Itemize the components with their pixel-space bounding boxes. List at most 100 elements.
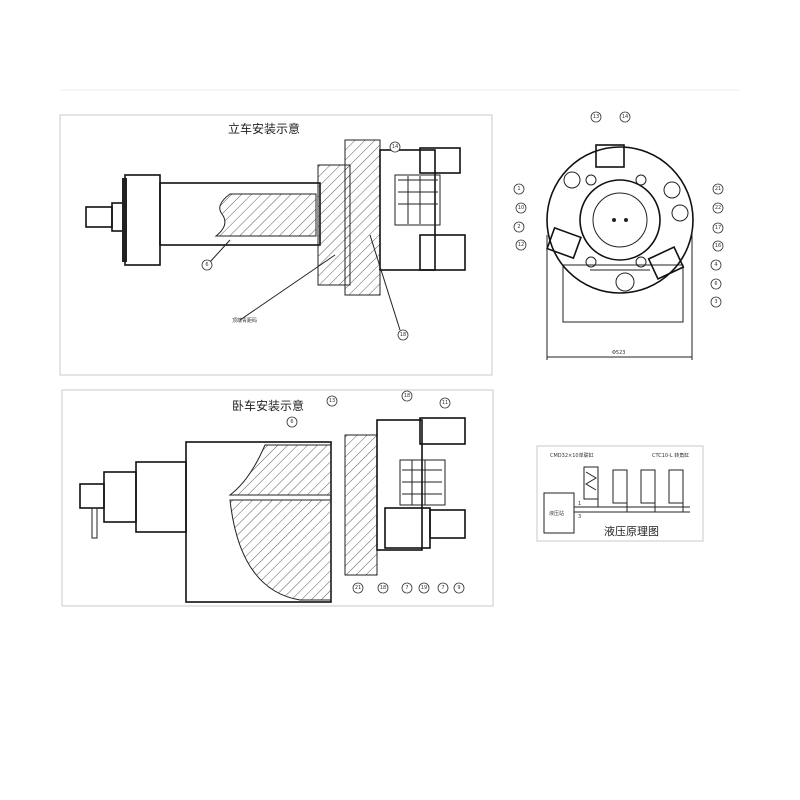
balloon: 21: [712, 183, 724, 195]
mount-hole: [663, 181, 681, 199]
svg-text:1: 1: [517, 186, 520, 192]
svg-text:6: 6: [205, 262, 208, 268]
section-upper: [228, 444, 332, 496]
port-label: 3: [578, 514, 581, 520]
leader: [239, 254, 336, 321]
balloon: 17: [712, 222, 724, 234]
svg-text:3: 3: [714, 299, 717, 305]
rotary-cylinder: [640, 469, 656, 504]
balloon: 7: [401, 582, 413, 594]
balloon: 4: [710, 259, 722, 271]
clamp-left: [546, 226, 582, 260]
svg-text:11: 11: [442, 400, 448, 406]
spring: [585, 471, 597, 491]
bolt: [635, 256, 647, 268]
balloon: 11: [439, 397, 451, 409]
flange-band: [122, 178, 127, 262]
front-view: Φ523 13 14 1 10 2 12 21 22 17 16 4 6 3: [513, 111, 724, 360]
pump-station: [543, 492, 575, 534]
svg-text:4: 4: [714, 262, 717, 268]
chuck-body: [376, 419, 423, 551]
view-title: 卧车安装示意: [232, 398, 304, 413]
clamp-right: [647, 246, 685, 280]
chuck-outline: [546, 146, 694, 294]
cylinder: [384, 507, 431, 549]
balloon: 1: [513, 183, 525, 195]
hydraulic-schematic: CMD32×10单联缸 CTC10-L 转角缸 液压站 1 3 液压原理图: [536, 445, 704, 542]
jaw-grid: [402, 460, 442, 505]
svg-text:13: 13: [329, 398, 335, 404]
balloon: 13: [326, 395, 338, 407]
section-lower: [229, 499, 332, 601]
vertical-lathe-view: 立车安装示意 顶端青距码 14 6 18: [59, 114, 493, 376]
balloon: 2: [513, 221, 525, 233]
mount-hole: [563, 171, 581, 189]
balloon: 14: [619, 111, 631, 123]
center-bore: [579, 179, 661, 261]
leader: [369, 234, 401, 331]
port-label: 1: [578, 501, 581, 507]
svg-text:14: 14: [622, 114, 628, 120]
balloon: 10: [515, 202, 527, 214]
balloon: 22: [712, 202, 724, 214]
mount-hole: [615, 272, 635, 292]
svg-text:7: 7: [405, 585, 408, 591]
svg-text:12: 12: [518, 242, 524, 248]
clamp-top: [595, 144, 625, 168]
svg-text:22: 22: [715, 205, 721, 211]
spindle-cap: [103, 471, 137, 523]
balloon: 19: [418, 582, 430, 594]
svg-text:17: 17: [715, 225, 721, 231]
bolt: [635, 174, 647, 186]
balloon: 18: [377, 582, 389, 594]
balloon: 3: [710, 296, 722, 308]
svg-text:19: 19: [421, 585, 427, 591]
rear-flange: [124, 174, 161, 266]
shaft-end: [85, 206, 113, 228]
center-plate: [592, 192, 648, 248]
chuck-body: [379, 149, 436, 271]
diameter-dimension: Φ523: [612, 350, 625, 356]
schematic-title: 液压原理图: [604, 524, 659, 538]
frame: [61, 389, 494, 607]
balloon: 18: [397, 329, 409, 341]
handle-knob: [79, 483, 105, 509]
svg-text:9: 9: [457, 585, 460, 591]
center-hole: [612, 218, 616, 222]
tube-section: [214, 193, 317, 237]
jaw-block: [399, 459, 446, 506]
balloon: 16: [712, 240, 724, 252]
balloon: 14: [389, 141, 401, 153]
svg-text:6: 6: [714, 281, 717, 287]
svg-text:13: 13: [593, 114, 599, 120]
balloon: 6: [201, 259, 213, 271]
balloon: 7: [437, 582, 449, 594]
base-block: [562, 264, 684, 323]
valve-top: [419, 417, 466, 445]
fitting: [429, 509, 466, 539]
balloon: 6: [286, 416, 298, 428]
svg-text:18: 18: [400, 332, 406, 338]
svg-text:21: 21: [355, 585, 361, 591]
balloon: 9: [453, 582, 465, 594]
note-label: 顶端青距码: [232, 317, 257, 324]
center-hole: [624, 218, 628, 222]
svg-text:10: 10: [518, 205, 524, 211]
svg-text:14: 14: [392, 144, 398, 150]
valve-top: [419, 147, 461, 174]
balloon: 18: [401, 390, 413, 402]
handle-lever: [91, 507, 98, 539]
hydraulic-lines: [574, 499, 690, 513]
svg-text:2: 2: [517, 224, 520, 230]
chuck-plate: [344, 434, 378, 576]
frame: [59, 114, 493, 376]
svg-text:16: 16: [715, 243, 721, 249]
bolt: [585, 256, 597, 268]
horizontal-lathe-view: 卧车安装示意 13 18 6 11 21 18 7 19 7 9: [61, 389, 494, 607]
cylinder-label-2: CTC10-L 转角缸: [652, 452, 689, 459]
pump-label: 液压站: [549, 510, 564, 517]
svg-text:21: 21: [715, 186, 721, 192]
balloon: 6: [710, 278, 722, 290]
balloon: 21: [352, 582, 364, 594]
